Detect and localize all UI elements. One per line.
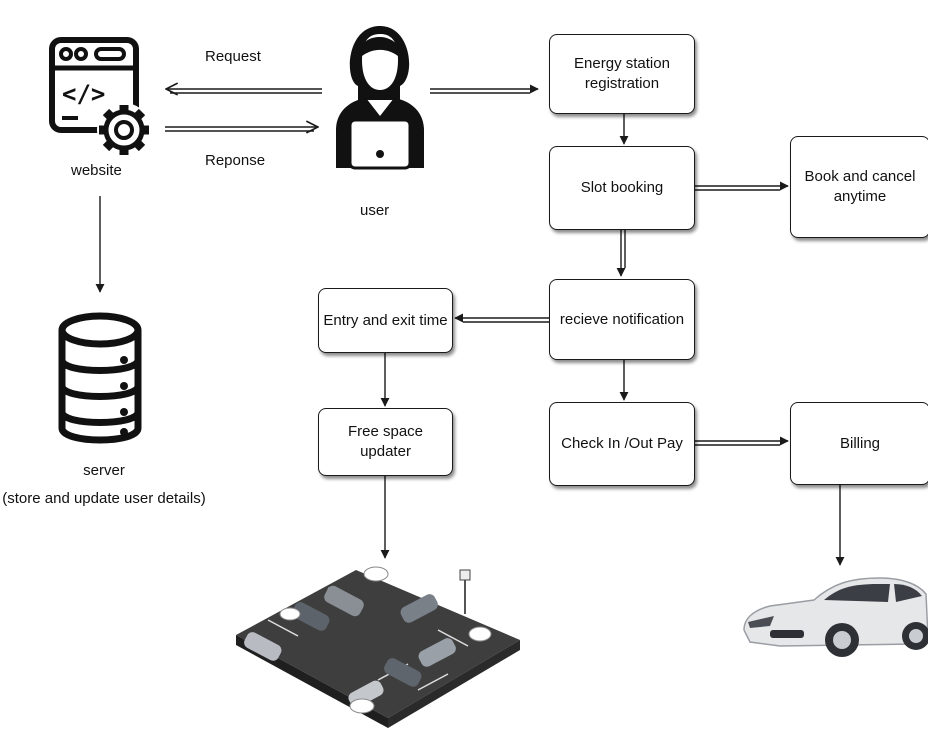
slot-booking-label: Slot booking — [580, 179, 664, 196]
energy-station-line-1: Energy station — [574, 55, 670, 72]
billing-label: Billing — [839, 434, 881, 452]
check-in-out-pay-box: Check In /Out Pay — [549, 402, 695, 486]
free-space-updater-box: Free space updater — [318, 408, 453, 476]
book-cancel-line-1: Book and cancel — [804, 168, 916, 185]
book-cancel-line-2: anytime — [833, 188, 887, 205]
user-icon — [336, 26, 424, 170]
receive-notification-label: recieve notification — [559, 310, 685, 328]
parking-lot-illustration — [236, 566, 520, 728]
website-label: website — [71, 162, 122, 179]
arrow-checkin-to-billing — [695, 436, 789, 446]
server-label: server — [83, 462, 125, 479]
energy-station-registration-box: Energy station registration — [549, 34, 695, 114]
arrow-notification-to-entry — [454, 313, 550, 323]
arrow-slot-to-notification — [616, 230, 626, 277]
free-space-label: Free space updater — [347, 423, 424, 460]
book-cancel-box: Book and cancel anytime — [790, 136, 928, 238]
website-icon: </> — [49, 37, 151, 157]
server-note-label: (store and update user details) — [2, 490, 206, 507]
slot-booking-box: Slot booking — [549, 146, 695, 230]
billing-box: Billing — [790, 402, 928, 485]
arrow-slot-to-book — [695, 181, 789, 191]
entry-exit-label: Entry and exit time — [323, 311, 448, 329]
check-in-out-label: Check In /Out Pay — [561, 435, 683, 452]
server-icon — [58, 312, 142, 444]
arrow-user-to-website — [166, 89, 322, 93]
arrow-website-to-user — [165, 127, 318, 131]
user-label: user — [360, 202, 390, 219]
svg-text:</>: </> — [62, 80, 105, 108]
energy-station-line-2: registration — [584, 75, 660, 92]
response-label: Reponse — [205, 152, 266, 169]
car-illustration — [743, 577, 928, 657]
arrow-user-to-registration — [430, 84, 539, 94]
request-label: Request — [205, 48, 261, 65]
receive-notification-box: recieve notification — [549, 279, 695, 360]
entry-exit-time-box: Entry and exit time — [318, 288, 453, 353]
